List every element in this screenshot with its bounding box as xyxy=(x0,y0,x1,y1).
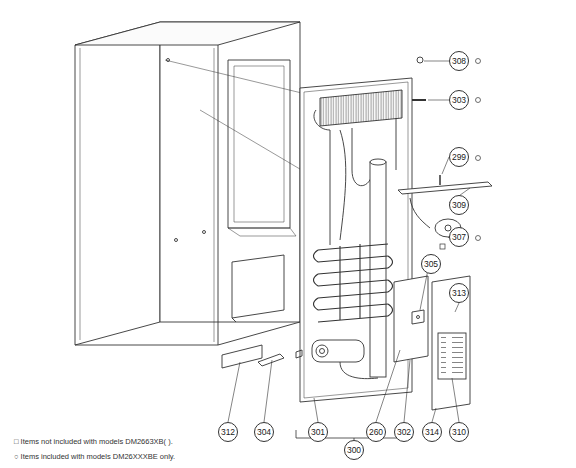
callout-bubble: 304 xyxy=(254,422,274,442)
callout-number: 308 xyxy=(452,57,466,66)
model-note: ○ Items included with models DM26XXXBE o… xyxy=(14,452,175,461)
callout-bubble: 299 xyxy=(449,147,469,167)
callout-number: 314 xyxy=(425,428,439,437)
callout-bubble: 310 xyxy=(449,422,469,442)
callout-number: 305 xyxy=(424,260,438,269)
callout-number: 307 xyxy=(452,233,466,242)
callout-bubble: 302 xyxy=(394,422,414,442)
callout-number: 300 xyxy=(347,446,361,455)
callout-number: 312 xyxy=(221,428,235,437)
callout-bubble: 309 xyxy=(449,195,469,215)
callout-number: 301 xyxy=(311,428,325,437)
callout-number: 309 xyxy=(452,201,466,210)
callout-number: 299 xyxy=(452,153,466,162)
callout-bubble: 301 xyxy=(308,422,328,442)
callout-number: 302 xyxy=(397,428,411,437)
callout-bubble: 260 xyxy=(366,422,386,442)
callout-bubble: 314 xyxy=(422,422,442,442)
callout-bubble: 313 xyxy=(449,283,469,303)
callout-bubble: 300 xyxy=(344,440,364,460)
callout-number: 303 xyxy=(452,96,466,105)
callout-number: 310 xyxy=(452,428,466,437)
model-note: □ Items not included with models DM2663X… xyxy=(14,437,173,446)
callout-bubble: 307 xyxy=(449,227,469,247)
callout-bubble: 303 xyxy=(449,90,469,110)
callout-bubble: 305 xyxy=(421,254,441,274)
callout-bubble: 308 xyxy=(449,51,469,71)
callout-bubble: 312 xyxy=(218,422,238,442)
callout-number: 304 xyxy=(257,428,271,437)
callout-number: 260 xyxy=(369,428,383,437)
callout-number: 313 xyxy=(452,289,466,298)
